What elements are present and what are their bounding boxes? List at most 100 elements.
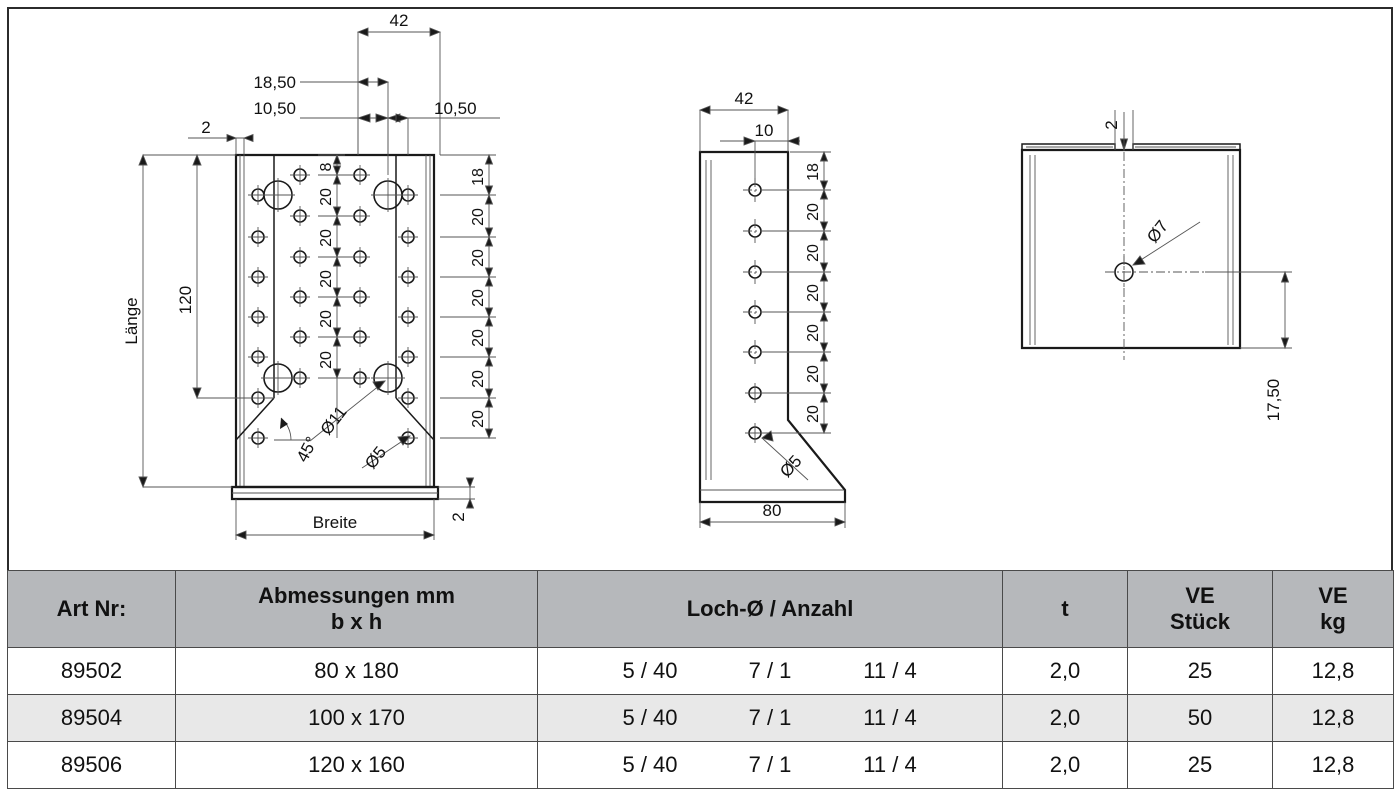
dim-1050-right-label: 10,50 [434,99,477,118]
dim-1050-left-label: 10,50 [253,99,296,118]
view-top: 2 Ø7 17,50 [1020,110,1292,421]
th-ve-kg: VE kg [1272,570,1394,648]
hole-pattern-right [350,165,418,448]
th-loch-l1: Loch-Ø / Anzahl [686,596,854,622]
cell-loch: 5 / 40 7 / 1 11 / 4 [537,694,1003,742]
dim-42-left-label: 42 [390,11,409,30]
cell-loch-c: 11 / 4 [863,752,917,777]
chain-inner-0: 8 [318,162,335,171]
table-row: 89504 100 x 170 5 / 40 7 / 1 11 / 4 2,0 … [7,694,1394,742]
cell-loch-c: 11 / 4 [863,658,917,683]
chain-outer-4: 20 [470,329,487,347]
dim-2-top [1114,110,1134,152]
cell-t: 2,0 [1002,741,1128,789]
cell-loch-b: 7 / 1 [748,658,792,683]
chain-side-6: 20 [805,405,822,423]
cell-t: 2,0 [1002,647,1128,695]
th-art-nr-l1: Art Nr: [56,596,127,622]
th-t: t [1002,570,1128,648]
dim-chain-outer [440,153,496,440]
dim-dia5-side-label: Ø5 [776,452,805,482]
dim-angle-label: 45° [293,434,322,466]
dim-chain-side [762,150,831,435]
dim-1050 [300,113,500,155]
cell-art-nr: 89504 [7,694,176,742]
table-header-row: Art Nr: Abmessungen mm b x h Loch-Ø / An… [7,570,1394,648]
dim-laenge-label: Länge [122,297,141,344]
hole-column-side [743,178,767,443]
dim-thickness-bottom-label: 2 [449,512,468,521]
cell-art-nr: 89502 [7,647,176,695]
table-row: 89502 80 x 180 5 / 40 7 / 1 11 / 4 2,0 2… [7,647,1394,695]
chain-side-3: 20 [805,284,822,302]
cell-art-nr: 89506 [7,741,176,789]
spec-table-wrapper: Art Nr: Abmessungen mm b x h Loch-Ø / An… [7,570,1394,789]
dim-120 [192,153,274,400]
dim-thickness-top [188,133,254,155]
leader-dia5-left [361,435,411,469]
th-ve-stueck-l1: VE [1185,583,1215,609]
chain-outer-1: 20 [470,208,487,226]
cell-loch-b: 7 / 1 [748,705,792,730]
view-side: 42 10 [698,89,847,528]
dim-42-side-label: 42 [735,89,754,108]
dim-dia5-left-label: Ø5 [361,443,390,473]
cell-loch-a: 5 / 40 [622,658,678,683]
chain-side-1: 20 [805,203,822,221]
hole-pattern-left [248,165,310,448]
cell-ve-kg: 12,8 [1272,694,1394,742]
chain-side-2: 20 [805,244,822,262]
cell-ve-kg: 12,8 [1272,647,1394,695]
chain-inner-5: 20 [318,351,335,369]
chain-outer-0: 18 [470,168,487,186]
leader-dia11 [309,380,386,442]
dim-10-side [720,136,800,185]
chain-outer-5: 20 [470,370,487,388]
dim-80-label: 80 [763,501,782,520]
th-art-nr: Art Nr: [7,570,176,648]
chain-inner-4: 20 [318,310,335,328]
dim-80 [698,502,847,528]
chain-side-5: 20 [805,365,822,383]
dim-dia7-label: Ø7 [1143,217,1172,247]
th-loch: Loch-Ø / Anzahl [537,570,1003,648]
th-ve-stueck: VE Stück [1127,570,1273,648]
leader-dia5-side [761,430,809,481]
dim-thickness-top-label: 2 [201,118,210,137]
dim-42-side [698,105,790,152]
chain-outer-6: 20 [470,410,487,428]
dim-breite [234,499,436,540]
th-abmessungen-l2: b x h [330,609,383,634]
cell-t: 2,0 [1002,694,1128,742]
cell-ve-stueck: 25 [1127,741,1273,789]
chain-side-0: 18 [805,163,822,181]
dim-laenge [138,153,236,489]
cell-ve-stueck: 25 [1127,647,1273,695]
cell-loch-c: 11 / 4 [863,705,917,730]
dim-thickness-bottom [438,477,475,509]
chain-inner-3: 20 [318,270,335,288]
th-ve-kg-l1: VE [1318,583,1348,609]
dim-42-left [356,27,442,155]
table-row: 89506 120 x 160 5 / 40 7 / 1 11 / 4 2,0 … [7,741,1394,789]
chain-outer-3: 20 [470,289,487,307]
cell-abmessungen: 120 x 160 [175,741,538,789]
dim-1850-label: 18,50 [253,73,296,92]
dim-1750 [1205,270,1292,350]
dim-1850 [300,77,390,175]
technical-drawing: 42 18,50 10,50 10,50 [122,11,1292,540]
cell-abmessungen: 100 x 170 [175,694,538,742]
dim-dia11-label: Ø11 [317,403,351,439]
chain-inner-2: 20 [318,229,335,247]
cell-loch-a: 5 / 40 [622,752,678,777]
dim-10-side-label: 10 [755,121,774,140]
cell-loch-b: 7 / 1 [748,752,792,777]
spec-table: Art Nr: Abmessungen mm b x h Loch-Ø / An… [7,570,1394,789]
leader-dia7 [1132,221,1201,266]
cell-loch: 5 / 40 7 / 1 11 / 4 [537,647,1003,695]
cell-ve-kg: 12,8 [1272,741,1394,789]
dim-chain-inner [318,153,352,438]
cell-abmessungen: 80 x 180 [175,647,538,695]
view-front: 42 18,50 10,50 10,50 [122,11,500,540]
